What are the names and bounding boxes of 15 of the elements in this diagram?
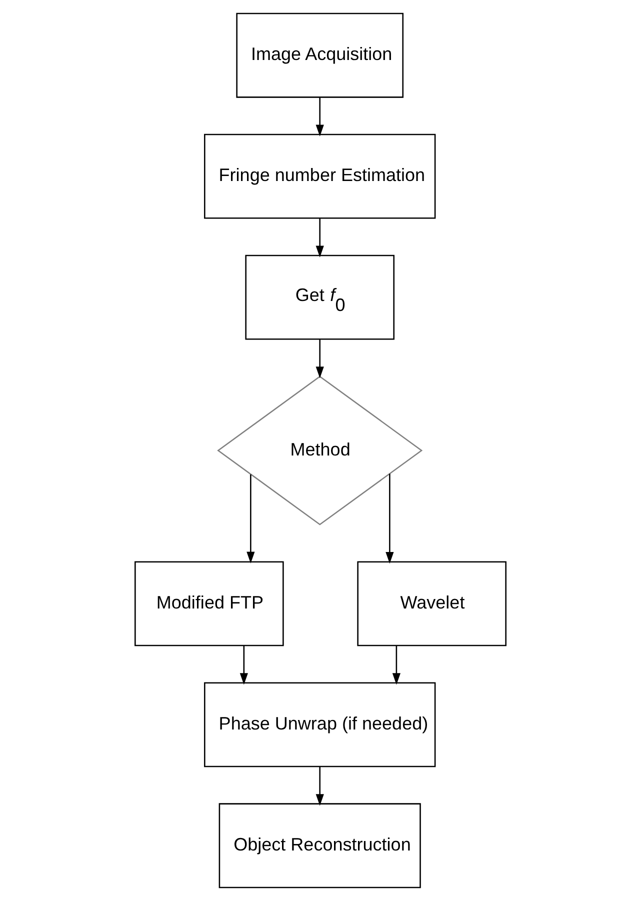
node-box: Image Acquisition [236,12,404,98]
node-box: Object Reconstruction [218,803,421,888]
arrow [240,646,248,685]
node-box: Modified FTP [134,561,284,646]
arrow [316,97,324,136]
node-diamond: Method [217,376,423,526]
arrow [316,766,324,806]
node-box: Phase Unwrap (if needed) [204,682,436,768]
node-box: Wavelet [357,561,506,646]
arrow [316,218,324,258]
arrow [316,339,324,378]
node-box: Fringe number Estimation [204,134,436,219]
arrow [386,474,394,564]
arrow [392,646,400,685]
arrow [246,474,255,564]
